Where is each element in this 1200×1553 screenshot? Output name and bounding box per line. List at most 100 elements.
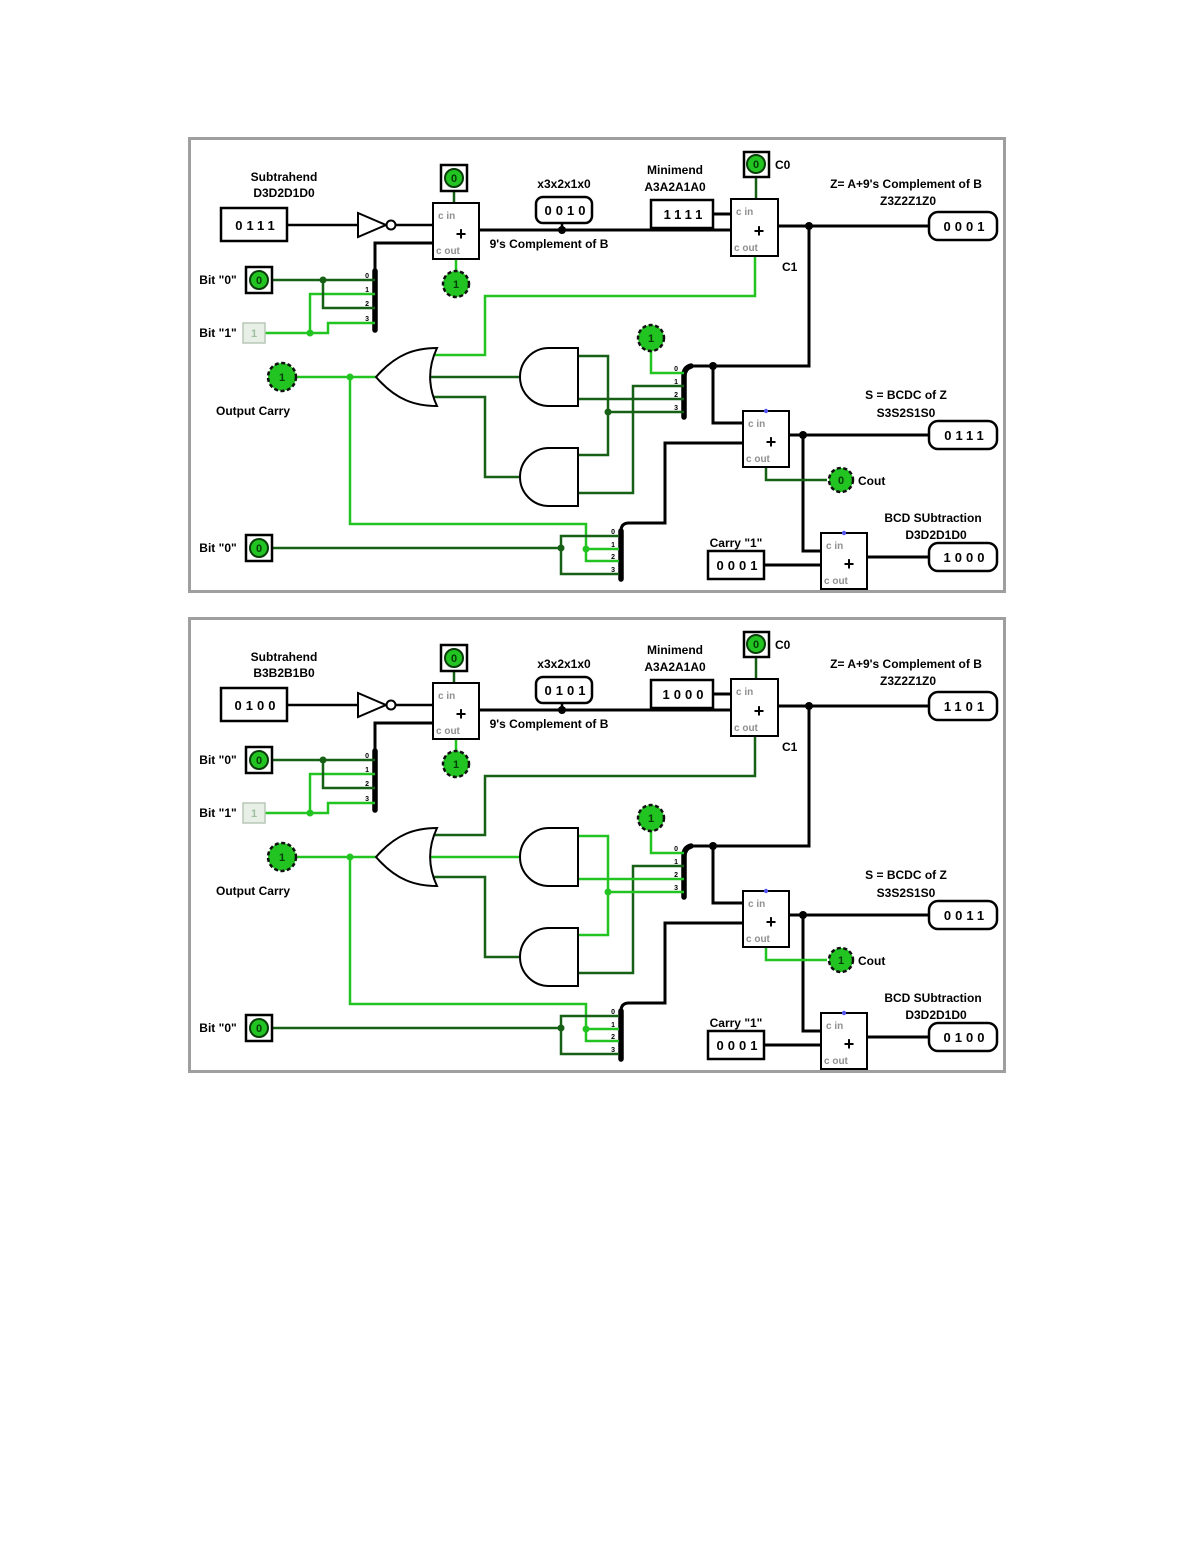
not-gate-bubble (385, 219, 397, 231)
c0-pin-state[interactable] (746, 634, 766, 654)
s-bits-label: S3S2S1S0 (877, 886, 936, 900)
bit0-label: Bit "0" (199, 753, 236, 767)
adder4-cin-label: c in (826, 1021, 843, 1032)
subtrahend-value: 0100 (235, 698, 280, 713)
bit1-pin[interactable] (242, 322, 266, 344)
d-value: 0100 (944, 1030, 989, 1045)
adder4-plus: + (844, 1034, 855, 1054)
junction-bit1 (306, 329, 314, 337)
bit1-label: Bit "1" (199, 326, 236, 340)
minuend-value-box[interactable] (649, 678, 715, 710)
carry-value-box[interactable] (706, 549, 766, 581)
or-gate (374, 826, 439, 888)
wire-carry-line2 (584, 549, 619, 563)
d-bits-label: D3D2D1D0 (905, 528, 967, 542)
c0-label: C0 (775, 158, 791, 172)
subtrahend-value-box[interactable] (219, 206, 289, 243)
d-bits-label: D3D2D1D0 (905, 1008, 967, 1022)
adder2-plus: + (754, 221, 765, 241)
bcd-subtraction-circuit: Subtrahend D3D2D1D0 0111 c in + c out 0 … (199, 150, 999, 590)
bit0-pin-state[interactable] (249, 270, 269, 290)
adder1-cout-label: c out (436, 246, 461, 257)
adder4-cout-label: c out (824, 576, 849, 587)
or-gate (374, 346, 439, 408)
wire-bit0-line2 (321, 760, 375, 790)
comp-cout-value: 1 (453, 279, 459, 291)
bit0-pin-state[interactable] (249, 750, 269, 770)
junction-carry (582, 1025, 590, 1033)
z0-probe (636, 803, 666, 833)
cout-value: 0 (838, 475, 844, 487)
d-display (927, 1021, 999, 1053)
adder1-top-pin-state[interactable] (444, 168, 464, 188)
x-display (534, 195, 594, 225)
subtrahend-value-box[interactable] (219, 686, 289, 723)
carry-value-box[interactable] (706, 1029, 766, 1061)
s-bits-label: S3S2S1S0 (877, 406, 936, 420)
adder4-plus: + (844, 554, 855, 574)
adder3-cin-label: c in (748, 419, 765, 430)
adder1-cout-label: c out (436, 726, 461, 737)
wire-carry-line1 (348, 377, 619, 551)
split3-bit0: 0 (611, 1009, 615, 1016)
minuend-bits-label: A3A2A1A0 (644, 180, 706, 194)
d-title: BCD SUbtraction (884, 991, 981, 1005)
s-value: 0111 (944, 428, 988, 443)
wire-and2-out (431, 875, 520, 959)
adder2-cin-label: c in (736, 687, 753, 698)
adder1-nines-complement (432, 682, 480, 740)
split1-bit3: 3 (365, 316, 369, 323)
not-gate (357, 211, 389, 239)
wire-c1-to-or (431, 736, 757, 837)
bit1-pin[interactable] (242, 802, 266, 824)
junction-bit1 (306, 809, 314, 817)
adder1-nines-complement (432, 202, 480, 260)
adder1-top-pin-value: 0 (451, 653, 457, 665)
junction-bit0b (557, 1024, 565, 1032)
bit1-label: Bit "1" (199, 806, 236, 820)
bit0-pin-value: 0 (256, 755, 262, 767)
adder1-top-pin-state[interactable] (444, 648, 464, 668)
split3-bit2: 2 (611, 1034, 615, 1041)
wire-cout (764, 947, 827, 962)
output-carry-value: 1 (279, 372, 285, 384)
split1-bit1: 1 (365, 767, 369, 774)
adder1-cin-label: c in (438, 211, 455, 222)
splitter-z-spine (681, 363, 694, 420)
comp-cout-probe (441, 269, 471, 299)
comp-label: 9's Complement of B (490, 237, 609, 251)
z-bits-label: Z3Z2Z1Z0 (880, 194, 936, 208)
wire-cout (764, 467, 827, 482)
adder1-plus: + (456, 224, 467, 244)
carry-title: Carry "1" (710, 536, 763, 550)
bit1-pin-value: 1 (251, 808, 257, 820)
splitter-z-spine (681, 843, 694, 900)
adder2-cout-label: c out (734, 723, 759, 734)
minuend-value-box[interactable] (649, 198, 715, 230)
wire-z3-branches (578, 354, 610, 457)
c0-pin-state[interactable] (746, 154, 766, 174)
adder4-final (820, 1012, 868, 1070)
wire-carry-line2 (584, 1029, 619, 1043)
d-display (927, 541, 999, 573)
x-bits-label: x3x2x1x0 (537, 657, 591, 671)
subtrahend-bits-label: B3B2B1B0 (253, 666, 315, 680)
cout-value: 1 (838, 955, 844, 967)
bit0b-pin-state[interactable] (249, 538, 269, 558)
wire-z0-probe (649, 831, 684, 855)
split2-bit3: 3 (674, 885, 678, 892)
wire-corr-bus-to-adder3 (619, 921, 743, 1012)
subtrahend-title: Subtrahend (251, 170, 318, 184)
carry-title: Carry "1" (710, 1016, 763, 1030)
wire-bit1-line3 (265, 321, 375, 335)
split1-bit1: 1 (365, 287, 369, 294)
adder3-cin-unconnected (763, 408, 769, 414)
subtrahend-title: Subtrahend (251, 650, 318, 664)
split3-bit1: 1 (611, 1022, 615, 1029)
adder1-plus: + (456, 704, 467, 724)
wire-s-to-adder4 (801, 435, 821, 553)
bit0b-pin-state[interactable] (249, 1018, 269, 1038)
and-gate-1 (519, 347, 579, 407)
wire-carry-line1 (348, 857, 619, 1031)
minuend-bits-label: A3A2A1A0 (644, 660, 706, 674)
